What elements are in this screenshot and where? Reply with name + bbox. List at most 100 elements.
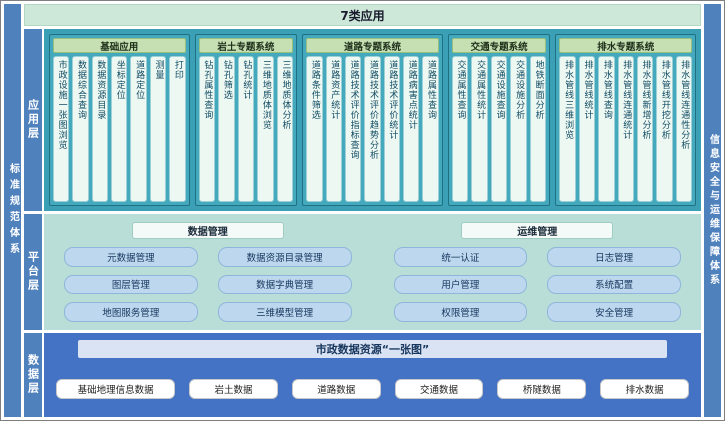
- app-item: 测量: [149, 56, 167, 202]
- application-layer-label: 应用层: [26, 99, 40, 141]
- data-layer-items: 基础地理信息数据 岩土数据 道路数据 交通数据 桥隧数据 排水数据: [56, 367, 689, 410]
- application-layer-content: 基础应用 市政设施一张图浏览 数据综合查询 数据资源目录 坐标定位 道路定位 测…: [44, 29, 701, 211]
- section-data-management-header: 数据管理: [131, 222, 284, 239]
- app-item: 钻孔属性查询: [198, 56, 216, 202]
- group-traffic-system-items: 交通属性查询 交通属性统计 交通设施查询 交通设施分析 地铁断面分析: [451, 56, 547, 202]
- apps-title: 7类应用: [340, 8, 385, 23]
- app-item: 排水管线统计: [578, 56, 596, 202]
- platform-item-pill: 权限管理: [393, 302, 528, 322]
- group-title: 基础应用: [100, 41, 139, 53]
- group-title: 排水专题系统: [597, 41, 655, 53]
- group-geotech-system: 岩土专题系统 钻孔属性查询 钻孔筛选 钻孔统计 三维地质体浏览 三维地质体分析: [194, 34, 298, 206]
- app-item-label: 道路技术评价指标查询: [348, 60, 359, 160]
- app-item: 道路属性查询: [422, 56, 439, 202]
- app-item: 道路病害点统计: [403, 56, 420, 202]
- data-item: 道路数据: [291, 378, 381, 399]
- data-layer-title: 市政数据资源“一张图”: [315, 343, 430, 356]
- platform-layer-content: 数据管理 元数据管理 数据资源目录管理 图层管理 数据字典管理 地图服务管理 三…: [44, 214, 701, 330]
- app-item-label: 排水管线三维浏览: [563, 60, 574, 140]
- diagram-main: 7类应用 应用层 基础应用 市政设施一张图浏览 数据综合查询 数据资源目录 坐标…: [24, 4, 701, 417]
- app-item: 交通属性查询: [451, 56, 469, 202]
- data-item: 交通数据: [394, 378, 484, 399]
- app-item: 道路资产统计: [325, 56, 342, 202]
- app-item-label: 数据综合查询: [76, 60, 87, 120]
- app-item-label: 钻孔属性查询: [202, 60, 213, 120]
- app-item-label: 交通属性统计: [475, 60, 486, 120]
- app-item-label: 测量: [153, 60, 164, 80]
- app-item: 钻孔统计: [237, 56, 255, 202]
- platform-layer-label-strip: 平台层: [24, 214, 42, 330]
- platform-item-pill: 系统配置: [547, 274, 681, 295]
- section-data-management-grid: 元数据管理 数据资源目录管理 图层管理 数据字典管理 地图服务管理 三维模型管理: [60, 247, 356, 322]
- group-drainage-system-items: 排水管线三维浏览 排水管线统计 排水管线查询 排水管线连通统计 排水管线新增分析…: [559, 56, 692, 202]
- group-basic-apps-items: 市政设施一张图浏览 数据综合查询 数据资源目录 坐标定位 道路定位 测量 打印: [53, 56, 186, 202]
- app-item: 排水管线查询: [598, 56, 615, 202]
- section-ops-management-header: 运维管理: [461, 222, 614, 239]
- section-ops-management: 运维管理 统一认证 日志管理 用户管理 系统配置 权限管理 安全管理: [390, 222, 686, 322]
- data-item: 岩土数据: [189, 378, 278, 399]
- platform-item-pill: 日志管理: [547, 247, 681, 267]
- app-item: 钻孔筛选: [218, 56, 235, 202]
- group-title: 岩土专题系统: [217, 41, 275, 53]
- group-basic-apps-header: 基础应用: [53, 38, 186, 53]
- app-item: 交通属性统计: [471, 56, 488, 202]
- data-layer-title-bar: 市政数据资源“一张图”: [78, 340, 667, 358]
- app-item: 地铁断面分析: [529, 56, 547, 202]
- app-item-label: 交通设施查询: [494, 60, 505, 120]
- group-title: 道路专题系统: [343, 41, 401, 53]
- app-item: 数据资源目录: [91, 56, 109, 202]
- right-pillar-security: 信息安全与运维保障体系: [704, 4, 721, 417]
- group-basic-apps: 基础应用 市政设施一张图浏览 数据综合查询 数据资源目录 坐标定位 道路定位 测…: [49, 34, 190, 206]
- group-geotech-system-items: 钻孔属性查询 钻孔筛选 钻孔统计 三维地质体浏览 三维地质体分析: [198, 56, 294, 202]
- app-item: 排水管线三维浏览: [559, 56, 576, 202]
- app-item: 道路技术评价趋势分析: [364, 56, 381, 202]
- platform-item-pill: 图层管理: [64, 274, 198, 295]
- app-item: 排水管线开挖分析: [656, 56, 673, 202]
- group-traffic-system: 交通专题系统 交通属性查询 交通属性统计 交通设施查询 交通设施分析 地铁断面分…: [447, 34, 551, 206]
- app-item: 排水管线连通统计: [617, 56, 634, 202]
- platform-item-pill: 数据资源目录管理: [217, 247, 352, 267]
- app-item-label: 道路资产统计: [329, 60, 340, 120]
- app-item-label: 地铁断面分析: [533, 60, 544, 120]
- platform-item-pill: 三维模型管理: [217, 302, 352, 322]
- app-item: 坐标定位: [111, 56, 128, 202]
- app-item-label: 道路属性查询: [426, 60, 437, 120]
- group-drainage-system: 排水专题系统 排水管线三维浏览 排水管线统计 排水管线查询 排水管线连通统计 排…: [555, 34, 696, 206]
- group-traffic-system-header: 交通专题系统: [451, 38, 547, 53]
- group-road-system-header: 道路专题系统: [306, 38, 439, 53]
- app-item: 道路技术评价统计: [383, 56, 401, 202]
- app-item-label: 道路技术评价趋势分析: [367, 60, 378, 160]
- app-item: 三维地质体浏览: [257, 56, 274, 202]
- app-item-label: 坐标定位: [114, 60, 125, 100]
- apps-title-bar: 7类应用: [24, 4, 701, 26]
- app-item-label: 数据资源目录: [95, 60, 106, 120]
- data-item: 排水数据: [600, 378, 689, 399]
- data-item: 基础地理信息数据: [56, 378, 176, 399]
- data-layer: 数据层 市政数据资源“一张图” 基础地理信息数据 岩土数据 道路数据 交通数据 …: [24, 333, 701, 417]
- group-geotech-system-header: 岩土专题系统: [198, 38, 294, 53]
- platform-item-pill: 数据字典管理: [217, 274, 352, 295]
- app-item-label: 三维地质体浏览: [260, 60, 271, 130]
- app-item: 道路技术评价指标查询: [344, 56, 362, 202]
- data-layer-content: 市政数据资源“一张图” 基础地理信息数据 岩土数据 道路数据 交通数据 桥隧数据…: [44, 333, 701, 417]
- app-item: 交通设施查询: [490, 56, 508, 202]
- app-item-label: 排水管线统计: [582, 60, 593, 120]
- app-item-label: 排水管线连通性分析: [679, 60, 690, 150]
- app-item-label: 钻孔筛选: [221, 60, 232, 100]
- app-item-label: 市政设施一张图浏览: [56, 60, 67, 150]
- app-item-label: 排水管线查询: [601, 60, 612, 120]
- app-item-label: 打印: [172, 60, 183, 80]
- app-item-label: 道路病害点统计: [406, 60, 417, 130]
- app-item-label: 交通属性查询: [455, 60, 466, 120]
- app-item-label: 道路技术评价统计: [387, 60, 398, 140]
- left-pillar-standards: 标准规范体系: [4, 4, 21, 417]
- app-item-label: 排水管线开挖分析: [659, 60, 670, 140]
- group-road-system-items: 道路条件筛选 道路资产统计 道路技术评价指标查询 道路技术评价趋势分析 道路技术…: [306, 56, 439, 202]
- application-layer: 应用层 基础应用 市政设施一张图浏览 数据综合查询 数据资源目录 坐标定位 道路…: [24, 29, 701, 211]
- app-item: 排水管线连通性分析: [675, 56, 692, 202]
- section-ops-management-grid: 统一认证 日志管理 用户管理 系统配置 权限管理 安全管理: [390, 247, 686, 322]
- app-item: 排水管线新增分析: [636, 56, 654, 202]
- left-pillar-label: 标准规范体系: [7, 162, 19, 259]
- group-drainage-system-header: 排水专题系统: [559, 38, 692, 53]
